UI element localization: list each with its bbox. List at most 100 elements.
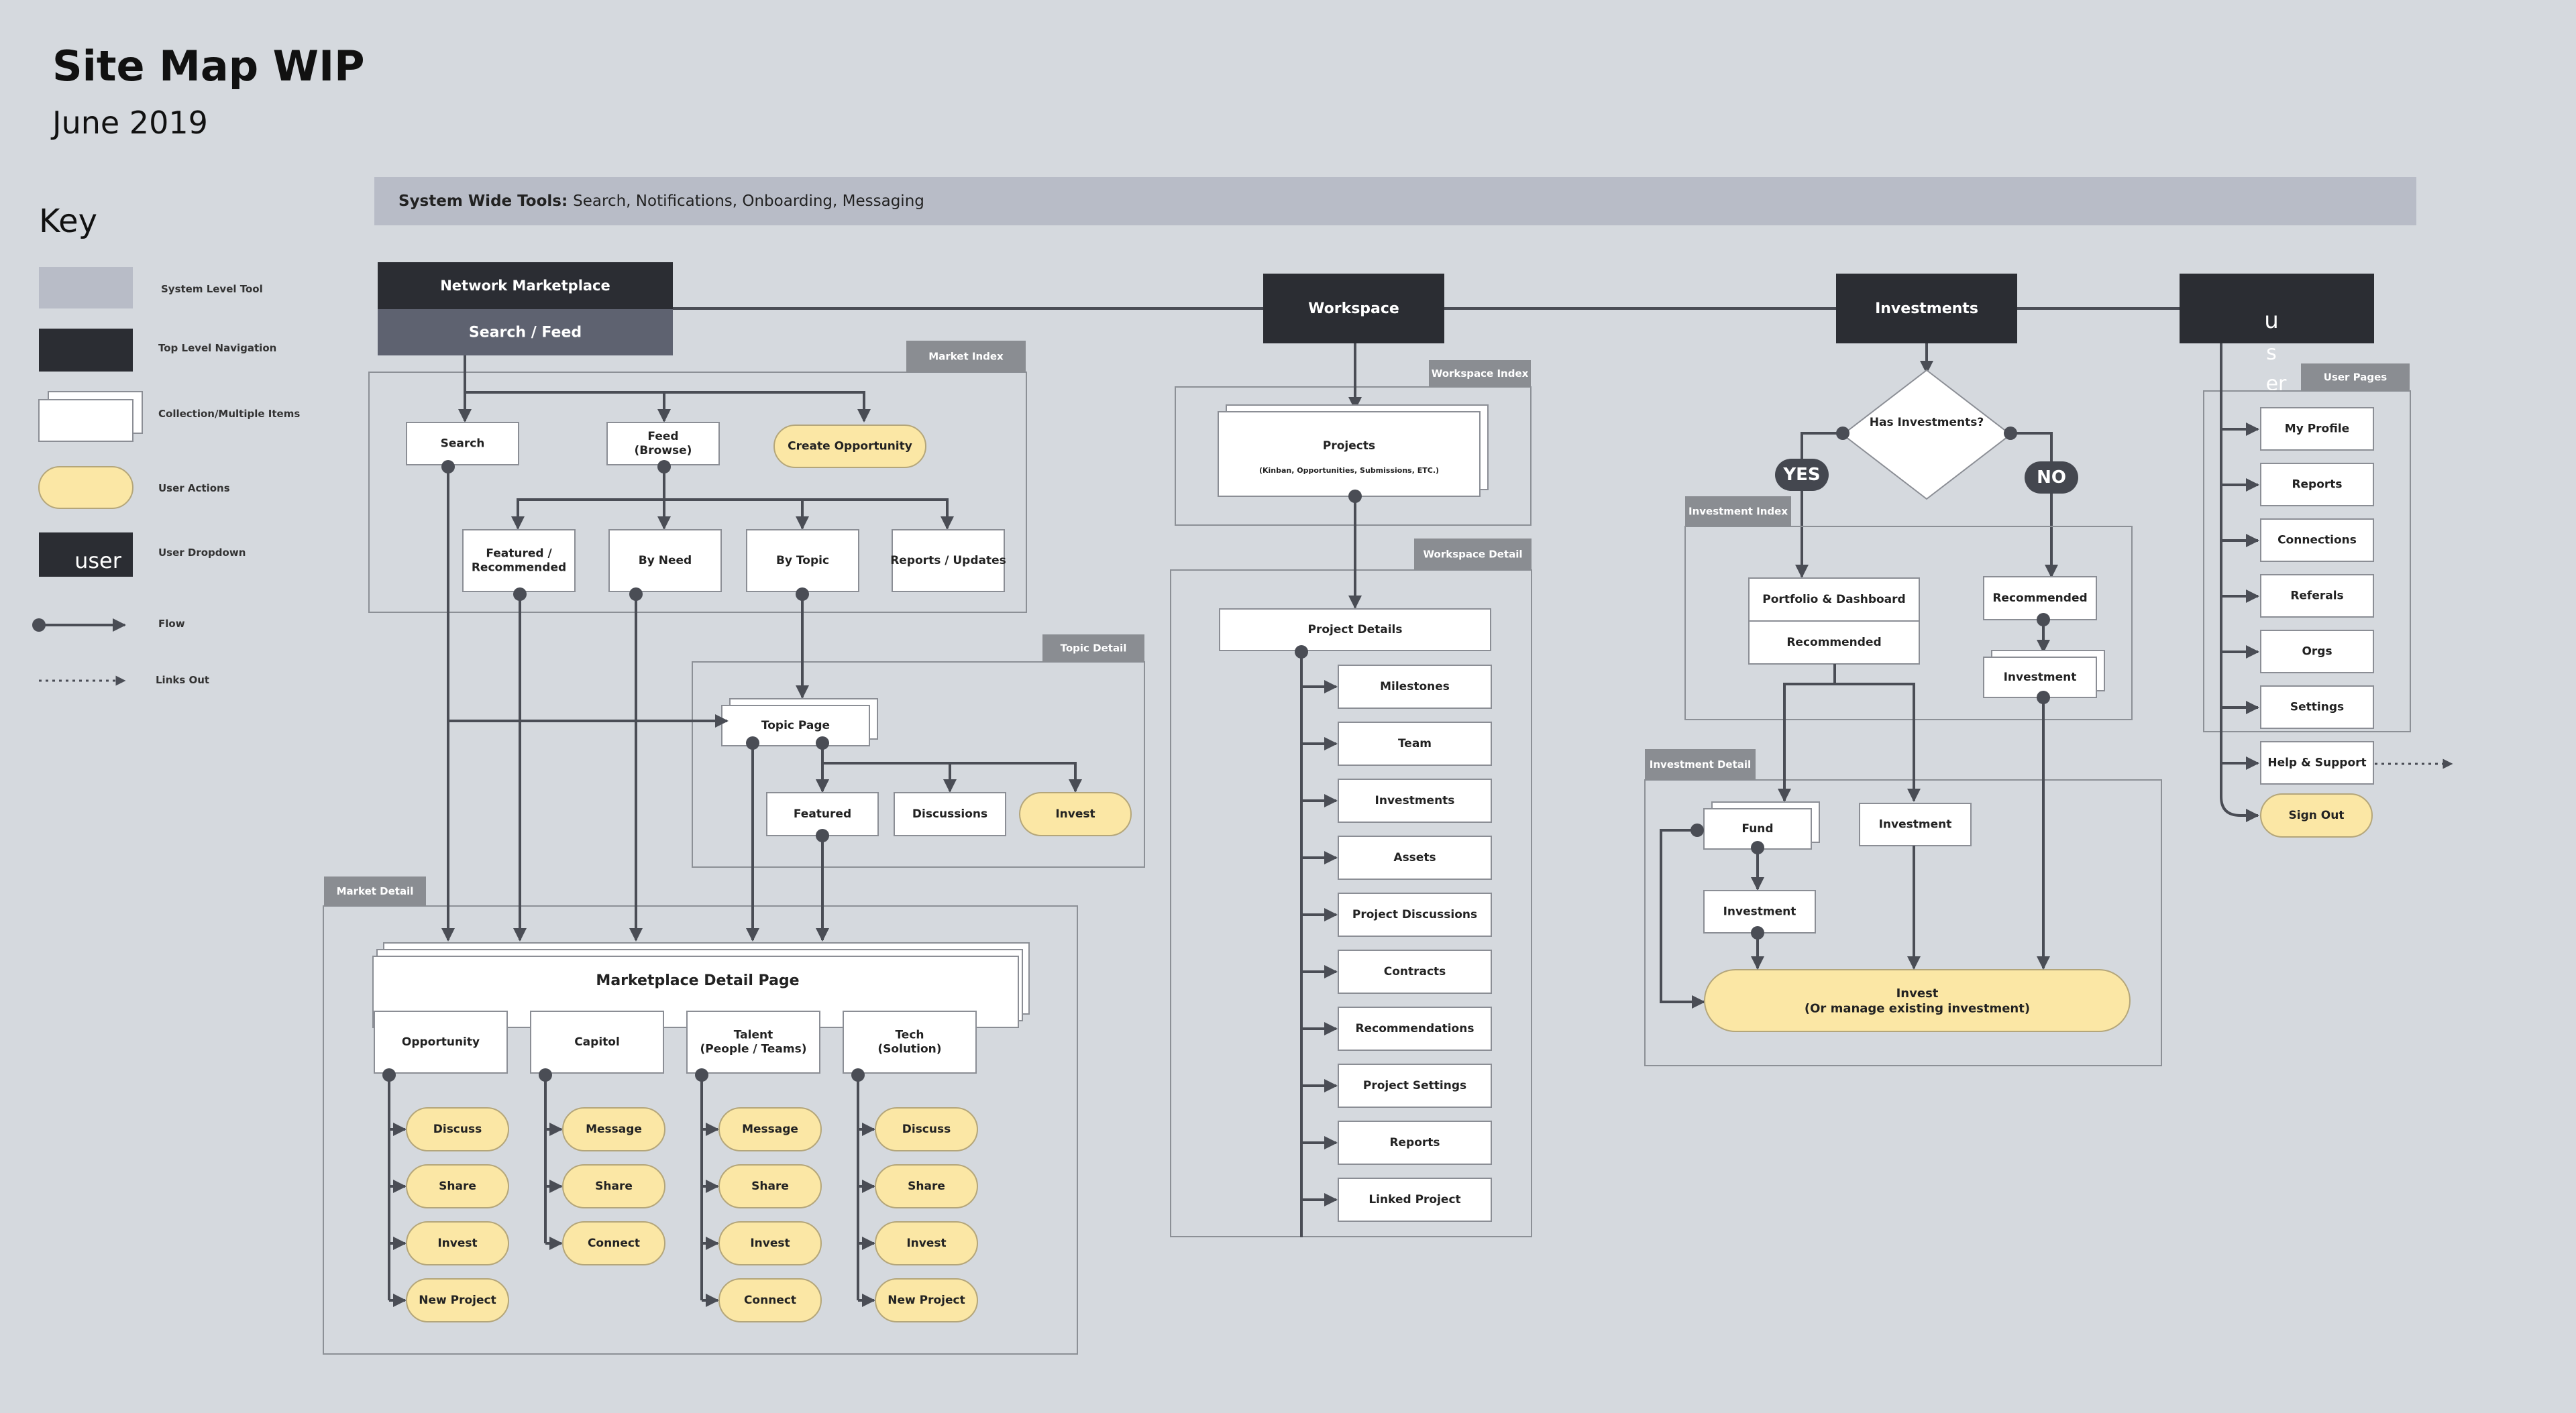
detail-column-3-dot (851, 1068, 865, 1082)
market-reports-updates[interactable] (892, 529, 1005, 592)
workspace-item-1[interactable] (1338, 722, 1492, 766)
workspace-item-4[interactable] (1338, 893, 1492, 937)
tag-workspace-detail-label: Workspace Detail (1424, 549, 1523, 561)
detail-column-2[interactable] (686, 1011, 820, 1074)
flow-recommended-split (1778, 664, 1836, 802)
market-search-label: Search (441, 437, 485, 451)
flow-feed-by-topic (664, 498, 809, 530)
tag-topic-detail-label: Topic Detail (1061, 642, 1127, 655)
investment-detail-investment[interactable] (1859, 803, 1972, 846)
user-page-5[interactable] (2260, 685, 2374, 729)
user-page-5-label: Settings (2290, 701, 2344, 714)
workspace-project-details[interactable] (1219, 608, 1491, 651)
detail-column-3-action-1[interactable] (875, 1164, 978, 1208)
detail-column-2-action-2[interactable] (718, 1221, 822, 1265)
system-tools-banner (374, 177, 2416, 225)
user-page-0[interactable] (2260, 407, 2374, 451)
nav-investments[interactable] (1836, 274, 2017, 343)
workspace-projects-sublabel: (Kinban, Opportunities, Submissions, ETC… (1259, 466, 1439, 475)
nav-user[interactable] (2180, 274, 2374, 343)
detail-column-0-action-1[interactable] (406, 1164, 509, 1208)
workspace-item-5[interactable] (1338, 950, 1492, 994)
decision-has-investments[interactable] (1841, 369, 2012, 500)
nav-network-marketplace-label: Network Marketplace (440, 278, 610, 294)
detail-column-2-action-3-label: Connect (744, 1294, 796, 1307)
topic-featured[interactable] (766, 792, 879, 836)
detail-column-0-action-3[interactable] (406, 1278, 509, 1322)
nav-workspace[interactable] (1263, 274, 1444, 343)
detail-column-1-action-0[interactable] (562, 1107, 665, 1151)
detail-column-0[interactable] (374, 1011, 508, 1074)
investment-portfolio[interactable] (1748, 577, 1920, 622)
market-by-topic[interactable] (746, 529, 859, 592)
investment-recommended-right-label: Recommended (1992, 591, 2087, 605)
detail-column-3-action-0[interactable] (875, 1107, 978, 1151)
detail-column-3-action-2[interactable] (875, 1221, 978, 1265)
detail-column-1[interactable] (530, 1011, 664, 1074)
dot-featured (513, 587, 527, 601)
topic-page[interactable] (721, 705, 870, 746)
nav-user-letter-er: er (2266, 372, 2287, 396)
workspace-item-8[interactable] (1338, 1121, 1492, 1165)
user-page-1-label: Reports (2292, 478, 2342, 492)
workspace-item-3[interactable] (1338, 836, 1492, 880)
dot-topic-page-left (746, 736, 759, 750)
detail-column-2-action-3[interactable] (718, 1278, 822, 1322)
user-sign-out[interactable] (2260, 793, 2373, 838)
market-create-opportunity-label: Create Opportunity (788, 440, 912, 453)
detail-column-0-action-0[interactable] (406, 1107, 509, 1151)
topic-invest[interactable] (1019, 792, 1132, 836)
investment-recommended-left-label: Recommended (1786, 636, 1881, 649)
investment-invest[interactable] (1704, 969, 2131, 1032)
detail-column-2-action-0[interactable] (718, 1107, 822, 1151)
dot-index-investment (2037, 691, 2050, 704)
tag-market-detail (324, 877, 426, 906)
user-page-2[interactable] (2260, 518, 2374, 562)
detail-column-2-label: Talent(People / Teams) (700, 1028, 807, 1056)
detail-column-0-action-2[interactable] (406, 1221, 509, 1265)
tag-investment-index (1685, 496, 1791, 526)
workspace-item-6-label: Recommendations (1356, 1022, 1474, 1035)
user-page-1[interactable] (2260, 463, 2374, 506)
user-page-3[interactable] (2260, 574, 2374, 618)
market-featured-recommended[interactable] (462, 529, 576, 592)
market-feed[interactable] (606, 422, 720, 465)
dot-topic-featured (816, 829, 829, 842)
key-user-action-swatch (38, 466, 133, 509)
user-page-6[interactable] (2260, 741, 2374, 785)
key-top-nav-swatch (39, 329, 133, 372)
market-detail-section (323, 905, 1078, 1355)
topic-discussions[interactable] (894, 792, 1006, 836)
detail-column-3-action-3[interactable] (875, 1278, 978, 1322)
market-create-opportunity[interactable] (773, 425, 926, 468)
investment-index-item[interactable] (1983, 657, 2097, 698)
workspace-projects[interactable] (1218, 411, 1481, 497)
workspace-item-0[interactable] (1338, 665, 1492, 709)
workspace-item-6[interactable] (1338, 1007, 1492, 1051)
tag-market-detail-label: Market Detail (337, 885, 414, 897)
flow-topic-discussions (822, 762, 957, 793)
workspace-item-9[interactable] (1338, 1178, 1492, 1222)
workspace-item-7[interactable] (1338, 1064, 1492, 1108)
market-search[interactable] (406, 422, 519, 465)
detail-column-0-action-2-label: Invest (437, 1237, 477, 1250)
nav-investments-label: Investments (1875, 300, 1978, 317)
workspace-item-2[interactable] (1338, 779, 1492, 823)
page-title: Site Map WIP (52, 42, 365, 91)
investment-portfolio-label: Portfolio & Dashboard (1762, 593, 1905, 606)
workspace-item-1-label: Team (1398, 737, 1432, 750)
detail-column-1-action-1[interactable] (562, 1164, 665, 1208)
detail-column-2-action-1[interactable] (718, 1164, 822, 1208)
user-page-0-label: My Profile (2285, 422, 2349, 436)
detail-column-3[interactable] (843, 1011, 977, 1074)
dot-by-need (629, 587, 643, 601)
detail-column-1-action-2[interactable] (562, 1221, 665, 1265)
investment-recommended-left[interactable] (1748, 620, 1920, 665)
nav-network-marketplace[interactable] (378, 262, 673, 309)
user-page-4[interactable] (2260, 630, 2374, 673)
market-featured-recommended-label: Featured /Recommended (472, 547, 566, 574)
market-by-need[interactable] (608, 529, 722, 592)
tag-user-pages (2301, 363, 2410, 391)
nav-search-feed[interactable] (378, 309, 673, 355)
